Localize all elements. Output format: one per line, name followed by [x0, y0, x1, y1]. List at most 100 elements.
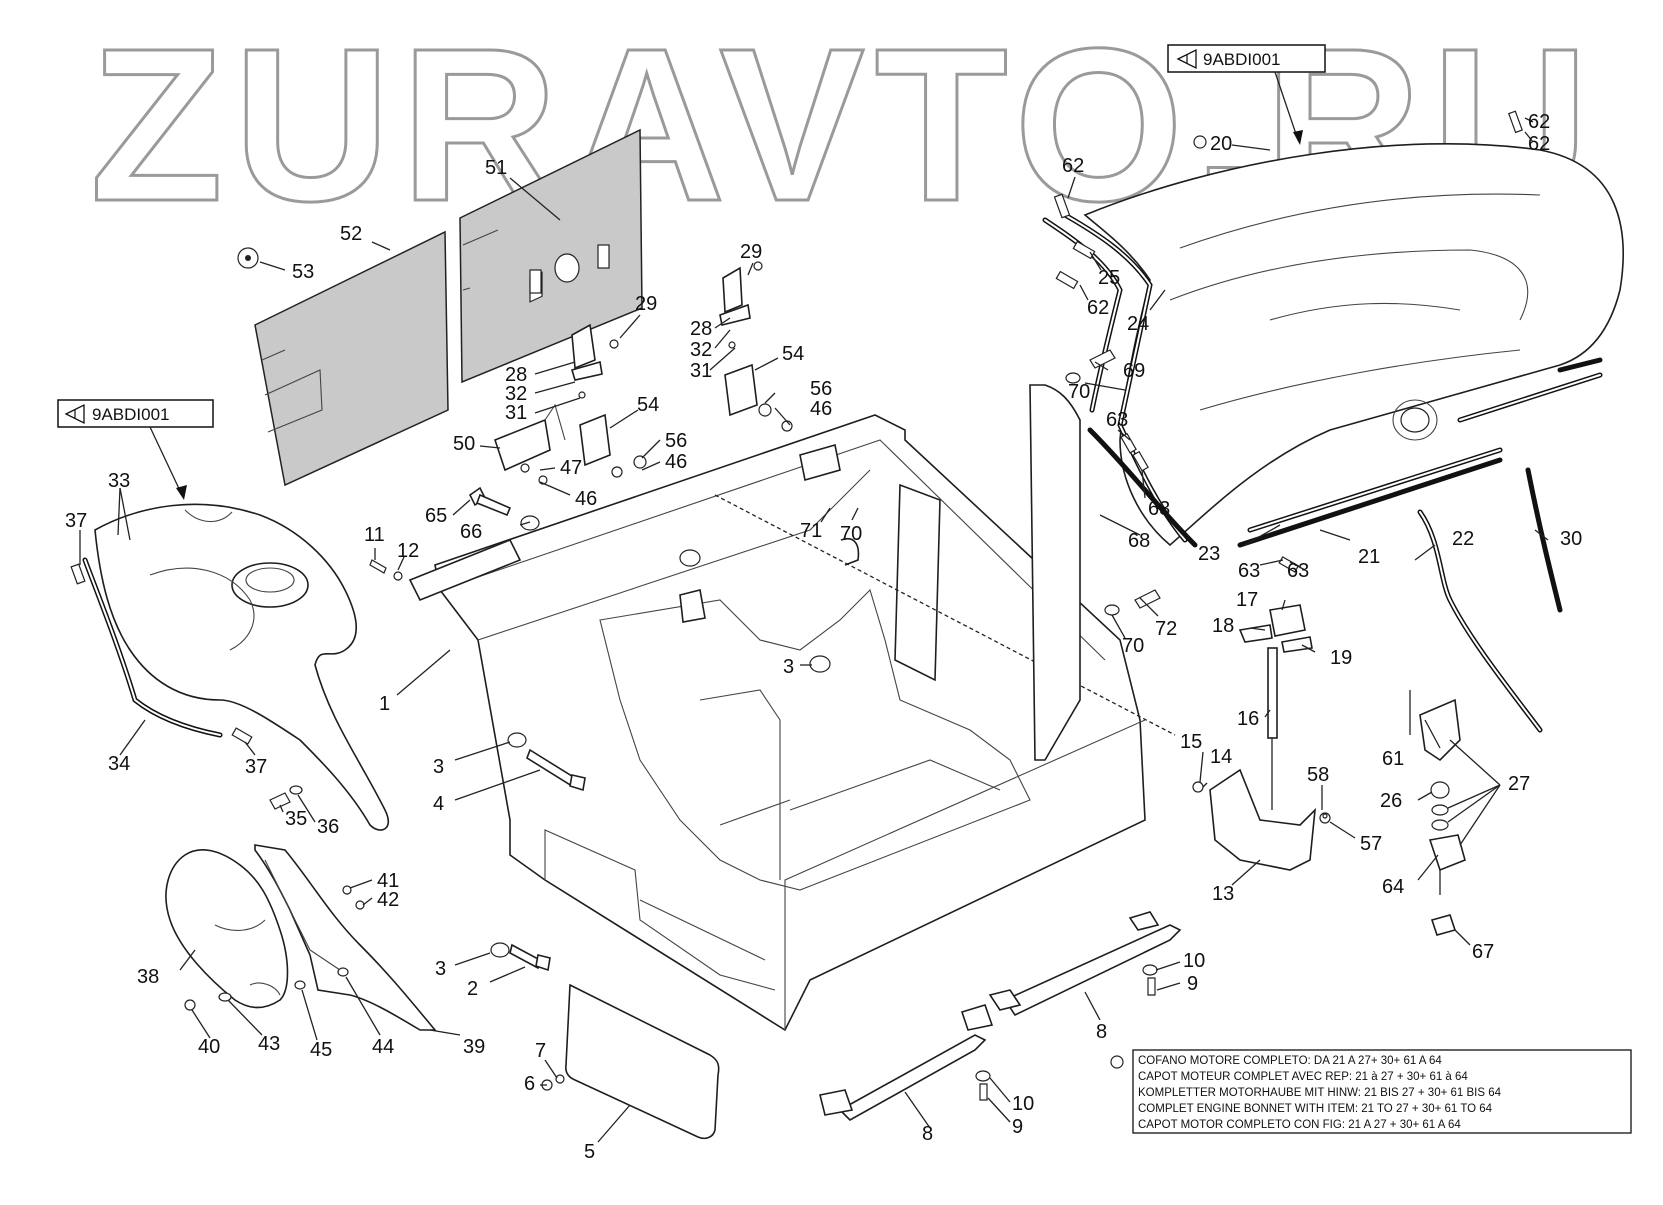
callout-30: 30: [1560, 528, 1582, 550]
cowl-bolts: [269, 785, 303, 810]
callout-24: 24: [1127, 313, 1149, 335]
callout-18: 18: [1212, 615, 1234, 637]
callout-63: 63: [1238, 560, 1260, 582]
callout-6: 6: [524, 1073, 535, 1095]
callout-66: 66: [460, 521, 482, 543]
callout-41: 41: [377, 870, 399, 892]
callout-31: 31: [505, 402, 527, 424]
callout-52: 52: [340, 223, 362, 245]
callout-42: 42: [377, 889, 399, 911]
legend-line-de: KOMPLETTER MOTORHAUBE MIT HINW: 21 BIS 2…: [1138, 1087, 1502, 1099]
callout-39: 39: [463, 1036, 485, 1058]
legend-line-en: COMPLET ENGINE BONNET WITH ITEM: 21 TO 2…: [1138, 1103, 1493, 1115]
callout-70: 70: [840, 523, 862, 545]
callout-3: 3: [435, 958, 446, 980]
bolt-and-washer: [468, 486, 540, 531]
assembly-marker-icon: [1193, 135, 1207, 149]
callout-36: 36: [317, 816, 339, 838]
callout-9: 9: [1187, 973, 1198, 995]
callout-62: 62: [1528, 111, 1550, 133]
side-panel: [1029, 384, 1081, 761]
reference-label: 9ABDI001: [1203, 50, 1281, 69]
callout-44: 44: [372, 1036, 394, 1058]
callout-17: 17: [1236, 589, 1258, 611]
callout-19: 19: [1330, 647, 1352, 669]
callout-64: 64: [1382, 876, 1404, 898]
callout-12: 12: [397, 540, 419, 562]
callout-62: 62: [1087, 297, 1109, 319]
callout-21: 21: [1358, 546, 1380, 568]
callout-7: 7: [535, 1040, 546, 1062]
callout-63: 63: [1148, 498, 1170, 520]
callout-54: 54: [637, 394, 659, 416]
reference-box-left[interactable]: 9ABDI001: [57, 399, 214, 500]
callout-69: 69: [1123, 360, 1145, 382]
callout-10: 10: [1012, 1093, 1034, 1115]
callout-70: 70: [1068, 381, 1090, 403]
leader-lines: [79, 117, 1549, 1143]
assembly-legend: COFANO MOTORE COMPLETO: DA 21 A 27+ 30+ …: [1110, 1049, 1632, 1134]
callout-57: 57: [1360, 833, 1382, 855]
engine-bonnet: [1083, 143, 1624, 547]
callout-50: 50: [453, 433, 475, 455]
main-bolts: [369, 559, 586, 972]
callout-45: 45: [310, 1039, 332, 1061]
callout-4: 4: [433, 793, 444, 815]
pin-fasteners: [1053, 110, 1523, 573]
callout-25: 25: [1098, 267, 1120, 289]
legend-line-it: COFANO MOTORE COMPLETO: DA 21 A 27+ 30+ …: [1138, 1055, 1442, 1067]
callout-29: 29: [635, 293, 657, 315]
skid-plates: [819, 911, 1182, 1121]
callout-8: 8: [1096, 1021, 1107, 1043]
insulation-panels: [237, 128, 643, 487]
callout-62: 62: [1528, 133, 1550, 155]
callout-23: 23: [1198, 543, 1220, 565]
callout-28: 28: [505, 364, 527, 386]
callout-14: 14: [1210, 746, 1232, 768]
callout-67: 67: [1472, 941, 1494, 963]
callout-10: 10: [1183, 950, 1205, 972]
reference-box-top[interactable]: 9ABDI001: [1167, 44, 1326, 145]
callout-32: 32: [690, 339, 712, 361]
callout-65: 65: [425, 505, 447, 527]
callout-9: 9: [1012, 1116, 1023, 1138]
assembly-marker-icon: [1110, 1055, 1124, 1069]
callout-31: 31: [690, 360, 712, 382]
callout-5: 5: [584, 1141, 595, 1163]
callout-labels: 62 62 62 62 25 24 69 70 63 63 63 63 23 2…: [65, 111, 1582, 1163]
reference-label: 9ABDI001: [92, 405, 170, 424]
callout-62: 62: [1062, 155, 1084, 177]
callout-2: 2: [467, 978, 478, 1000]
callout-40: 40: [198, 1036, 220, 1058]
callout-46: 46: [665, 451, 687, 473]
callout-35: 35: [285, 808, 307, 830]
callout-71: 71: [800, 520, 822, 542]
callout-54: 54: [782, 343, 804, 365]
callout-72: 72: [1155, 618, 1177, 640]
callout-15: 15: [1180, 731, 1202, 753]
callout-63: 63: [1287, 560, 1309, 582]
callout-29: 29: [740, 241, 762, 263]
callout-3: 3: [433, 756, 444, 778]
callout-8: 8: [922, 1123, 933, 1145]
callout-38: 38: [137, 966, 159, 988]
callout-22: 22: [1452, 528, 1474, 550]
callout-32: 32: [505, 383, 527, 405]
callout-63: 63: [1106, 409, 1128, 431]
callout-33: 33: [108, 470, 130, 492]
main-frame: [408, 414, 1176, 1032]
callout-27: 27: [1508, 773, 1530, 795]
callout-51: 51: [485, 157, 507, 179]
callout-34: 34: [108, 753, 130, 775]
bonnet-seals: [1042, 212, 1603, 733]
callout-46: 46: [575, 488, 597, 510]
callout-26: 26: [1380, 790, 1402, 812]
callout-13: 13: [1212, 883, 1234, 905]
legend-line-es: CAPOT MOTOR COMPLETO CON FIG: 21 A 27 + …: [1138, 1119, 1461, 1131]
callout-47: 47: [560, 457, 582, 479]
callout-1: 1: [379, 693, 390, 715]
callout-68: 68: [1128, 530, 1150, 552]
left-cowl: [70, 503, 390, 831]
callout-53: 53: [292, 261, 314, 283]
